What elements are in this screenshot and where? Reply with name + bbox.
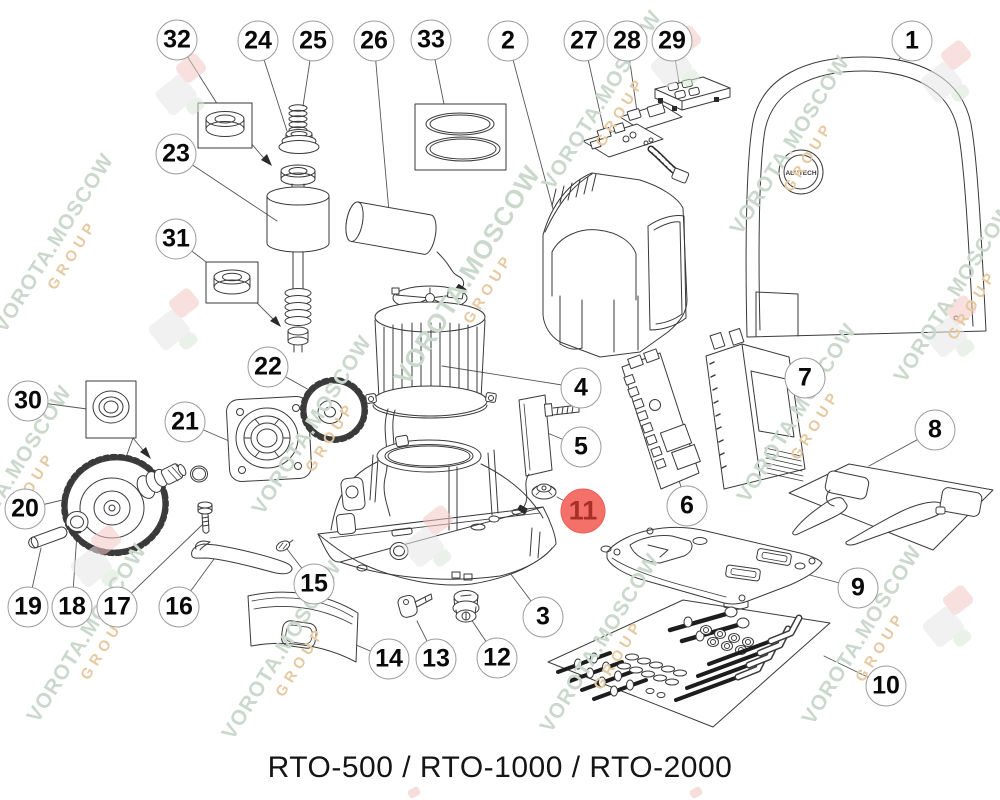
callout-1[interactable]: 1 bbox=[891, 20, 933, 62]
part-30-seal bbox=[85, 380, 137, 439]
diagram-title: RTO-500 / RTO-1000 / RTO-2000 bbox=[267, 751, 733, 784]
callout-28[interactable]: 28 bbox=[606, 20, 648, 62]
part-16-release-lever bbox=[191, 540, 293, 575]
callout-30[interactable]: 30 bbox=[7, 380, 49, 422]
callout-26[interactable]: 26 bbox=[353, 20, 395, 62]
part-4-motor bbox=[365, 285, 497, 517]
callout-32[interactable]: 32 bbox=[156, 19, 198, 61]
part-19-pin bbox=[28, 526, 68, 549]
callout-3[interactable]: 3 bbox=[522, 596, 564, 638]
callout-18[interactable]: 18 bbox=[51, 586, 93, 628]
callout-17[interactable]: 17 bbox=[96, 586, 138, 628]
callout-11-selected[interactable]: 11 bbox=[560, 488, 606, 534]
watermark-fragment bbox=[688, 785, 704, 800]
callout-31[interactable]: 31 bbox=[155, 218, 197, 260]
callout-27[interactable]: 27 bbox=[563, 20, 605, 62]
callout-14[interactable]: 14 bbox=[368, 638, 410, 680]
part-27-receiver-board bbox=[582, 122, 690, 184]
callout-8[interactable]: 8 bbox=[914, 409, 956, 451]
callout-24[interactable]: 24 bbox=[237, 20, 279, 62]
part-6-control-board bbox=[621, 348, 701, 490]
part-32-bearing bbox=[197, 102, 253, 149]
part-7-board-holder bbox=[705, 327, 806, 490]
part-10-fastener-kit bbox=[547, 599, 831, 728]
callout-2[interactable]: 2 bbox=[487, 20, 529, 62]
callout-13[interactable]: 13 bbox=[415, 638, 457, 680]
part-18-seal-ring bbox=[65, 511, 89, 534]
part-2-inner-cover bbox=[542, 172, 688, 358]
part-1-cover: ALUTECH bbox=[745, 56, 987, 338]
part-33-oring-kit bbox=[414, 103, 507, 171]
callout-6[interactable]: 6 bbox=[666, 485, 708, 527]
callout-7[interactable]: 7 bbox=[784, 357, 826, 399]
part-24-thrust-cup bbox=[278, 129, 320, 154]
callout-22[interactable]: 22 bbox=[247, 346, 289, 388]
part-5-limit-bracket bbox=[517, 394, 580, 514]
part-26-capacitor bbox=[345, 201, 467, 295]
watermark-fragment bbox=[406, 785, 422, 800]
callout-15[interactable]: 15 bbox=[293, 563, 335, 605]
callout-5[interactable]: 5 bbox=[560, 426, 602, 468]
callout-4[interactable]: 4 bbox=[560, 367, 602, 409]
callout-29[interactable]: 29 bbox=[651, 20, 693, 62]
callout-9[interactable]: 9 bbox=[837, 567, 879, 609]
part-9-mounting-plate bbox=[600, 527, 823, 610]
callout-21[interactable]: 21 bbox=[164, 401, 206, 443]
part-14-door-cover bbox=[247, 591, 359, 663]
callout-20[interactable]: 20 bbox=[4, 488, 46, 530]
part-17-bolt bbox=[197, 501, 213, 534]
part-20-output-gear bbox=[61, 453, 208, 557]
callout-33[interactable]: 33 bbox=[410, 19, 452, 61]
part-23-rotor-and-worm-shaft bbox=[266, 164, 330, 353]
exploded-parts-drawing: ALUTECH bbox=[24, 39, 994, 728]
part-29-button-cover bbox=[654, 76, 731, 111]
part-25-spring bbox=[288, 104, 308, 134]
callout-19[interactable]: 19 bbox=[7, 586, 49, 628]
callout-23[interactable]: 23 bbox=[155, 133, 197, 175]
callout-16[interactable]: 16 bbox=[158, 586, 200, 628]
part-15-clip bbox=[275, 539, 294, 552]
callout-10[interactable]: 10 bbox=[865, 665, 907, 707]
part-22-gear bbox=[300, 377, 368, 443]
part-11-grommet bbox=[531, 483, 557, 500]
part-8-release-handles bbox=[788, 463, 994, 551]
part-21-bearing-flange bbox=[226, 396, 312, 482]
callout-12[interactable]: 12 bbox=[476, 637, 518, 679]
part-13-key bbox=[397, 593, 433, 618]
part-31-bearing bbox=[205, 261, 259, 304]
part-12-lock-cylinder bbox=[452, 590, 480, 623]
callout-25[interactable]: 25 bbox=[292, 20, 334, 62]
alutech-badge-text: ALUTECH bbox=[785, 170, 816, 177]
